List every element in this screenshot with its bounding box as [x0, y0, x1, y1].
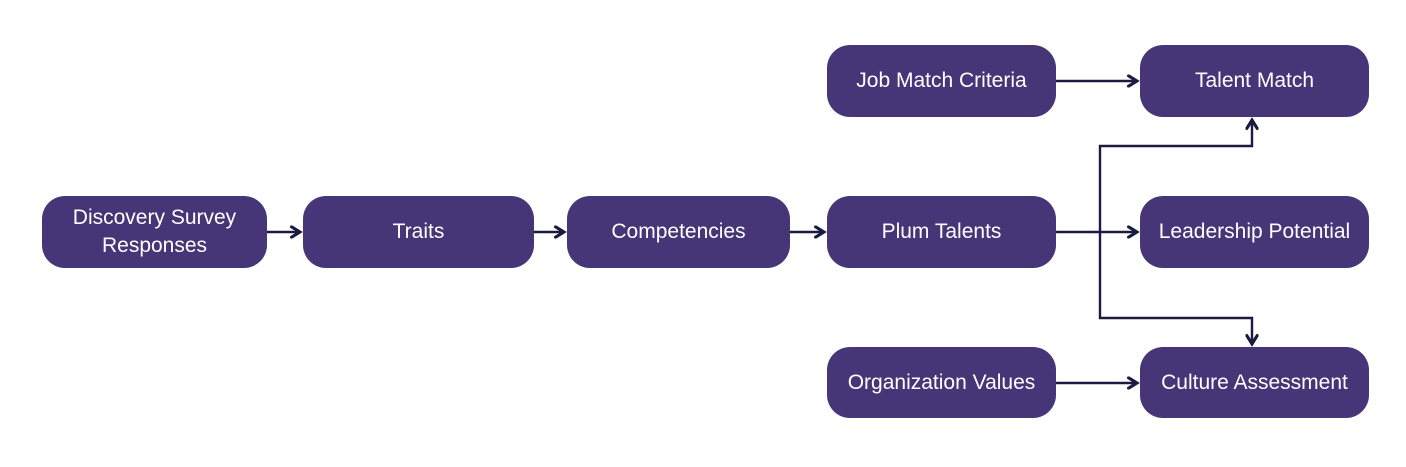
node-label: Culture Assessment [1161, 370, 1348, 394]
node-discovery-survey-responses: Discovery Survey Responses [42, 196, 267, 268]
node-label: Traits [392, 220, 445, 244]
node-job-match-criteria: Job Match Criteria [827, 45, 1056, 117]
node-plum-talents: Plum Talents [827, 196, 1056, 268]
node-talent-match: Talent Match [1140, 45, 1369, 117]
node-label: Job Match Criteria [856, 69, 1027, 93]
node-leadership-potential: Leadership Potential [1140, 196, 1369, 268]
node-competencies: Competencies [567, 196, 790, 268]
node-label: Plum Talents [881, 220, 1002, 244]
node-label: Competencies [611, 220, 746, 244]
node-culture-assessment: Culture Assessment [1140, 347, 1369, 418]
node-traits: Traits [303, 196, 534, 268]
node-organization-values: Organization Values [827, 347, 1056, 418]
node-label: Talent Match [1194, 69, 1315, 93]
edge-plum-talents-to-culture-assessment [1098, 232, 1252, 344]
node-label: Discovery Survey Responses [72, 206, 237, 257]
edge-plum-talents-to-talent-match [1098, 120, 1252, 232]
node-label: Organization Values [847, 370, 1036, 394]
node-label: Leadership Potential [1158, 220, 1351, 244]
